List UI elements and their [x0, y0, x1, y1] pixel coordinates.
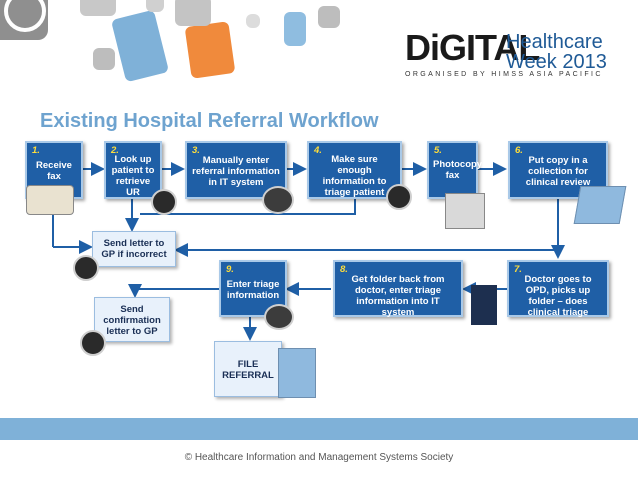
step-5-box: 5. Photocopy fax: [427, 141, 483, 199]
step-1-text: Receive fax: [36, 160, 72, 182]
logo-subtitle: ORGANISED BY HIMSS ASIA PACIFIC: [405, 71, 603, 78]
step-2-box: 2. Look up patient to retrieve UR: [104, 141, 162, 199]
logo-line-1: Healthcare: [506, 31, 603, 53]
step-4-number: 4.: [314, 145, 322, 156]
camera-device-icon: [318, 6, 340, 28]
step-7-number: 7.: [514, 264, 522, 275]
step-5-number: 5.: [434, 145, 442, 156]
step-4-text: Make sure enough information to triage p…: [322, 154, 387, 198]
step-8-text: Get folder back from doctor, enter triag…: [351, 274, 445, 318]
footer-band: [0, 418, 638, 440]
hand-keyboard-icon-3: [262, 186, 294, 214]
step-3-number: 3.: [192, 145, 200, 156]
envelope-icon-confirmation: [80, 330, 106, 356]
hand-keyboard-icon-9: [264, 304, 294, 330]
search-device-icon: [175, 0, 211, 26]
step-9-text: Enter triage information: [226, 279, 280, 301]
lock-device-icon: [146, 0, 164, 12]
small-device-icon: [246, 14, 260, 28]
step-6-number: 6.: [515, 145, 523, 156]
step-1-number: 1.: [32, 145, 40, 156]
circle-glyph-icon: [4, 0, 46, 32]
logo-line-2: Week 2013: [506, 51, 607, 73]
step-5-text: Photocopy fax: [433, 159, 483, 181]
doctor-icon: [471, 285, 497, 325]
step-7-box: 7. Doctor goes to OPD, picks up folder –…: [507, 260, 609, 318]
info-magnifier-icon-2: [151, 189, 177, 215]
arrow-9-send-confirmation: [128, 284, 219, 298]
step-3-box: 3. Manually enter referral information i…: [185, 141, 287, 199]
step-9-number: 9.: [226, 264, 234, 275]
page-title: Existing Hospital Referral Workflow: [40, 110, 379, 132]
car-device-icon: [93, 48, 115, 70]
arrow-7-send-letter: [174, 243, 559, 257]
step-7-text: Doctor goes to OPD, picks up folder – do…: [524, 274, 592, 318]
folder-stack-icon: [573, 186, 627, 224]
phone-device-icon: [284, 12, 306, 46]
footer-copyright: © Healthcare Information and Management …: [184, 452, 454, 463]
step-8-number: 8.: [340, 264, 348, 275]
arrow-4-send-letter: [140, 199, 356, 215]
decorative-device-icons: [0, 0, 360, 90]
file-folder-icon: [278, 348, 316, 398]
logo-healthcare-week: Healthcare Week 2013: [506, 32, 607, 72]
send-letter-box: Send letter to GP if incorrect: [92, 231, 176, 267]
logo-digital: DiGITAL: [405, 27, 540, 68]
send-confirmation-box: Send confirmation letter to GP: [94, 297, 170, 342]
send-confirmation-text: Send confirmation letter to GP: [103, 304, 161, 337]
file-referral-text: FILE REFERRAL: [222, 359, 274, 381]
step-4-box: 4. Make sure enough information to triag…: [307, 141, 402, 199]
step-2-number: 2.: [111, 145, 119, 156]
step-6-text: Put copy in a collection for clinical re…: [525, 155, 591, 188]
file-referral-box: FILE REFERRAL: [214, 341, 282, 397]
fax-machine-icon: [26, 185, 74, 215]
cross-device-icon: [80, 0, 116, 16]
envelope-icon-send-letter: [73, 255, 99, 281]
photocopier-icon: [445, 193, 485, 229]
step-8-box: 8. Get folder back from doctor, enter tr…: [333, 260, 463, 318]
step-2-text: Look up patient to retrieve UR: [111, 154, 155, 198]
step-3-text: Manually enter referral information in I…: [192, 155, 280, 188]
info-magnifier-icon-4: [386, 184, 412, 210]
send-letter-text: Send letter to GP if incorrect: [101, 238, 167, 260]
